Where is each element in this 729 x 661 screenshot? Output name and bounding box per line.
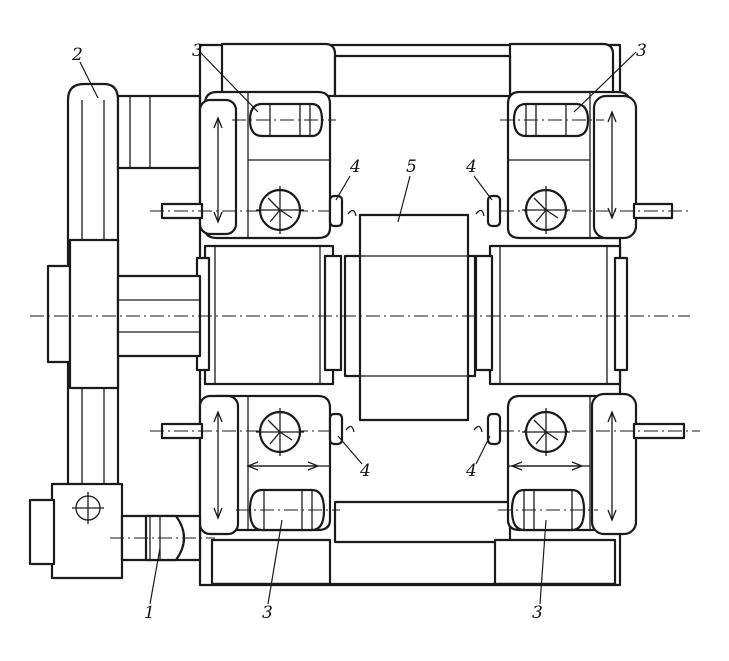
label-roller-top-right: 3 [636,41,647,61]
gauge-top-right [522,186,570,234]
label-roller-top-left: 3 [192,41,203,61]
drums [116,244,629,386]
drive-unit [28,482,215,580]
gauge-bottom-left [256,408,304,456]
lever-arm [46,82,202,502]
gauge-bottom-right [522,408,570,456]
base-frame [198,42,622,587]
label-guide-top-left: 4 [349,157,361,177]
label-roller-bottom-right: 3 [532,603,543,623]
roller-top-left [232,102,336,138]
label-guide-bottom-left: 4 [359,461,371,481]
center-roll [343,213,477,422]
label-guide-bottom-right: 4 [465,461,477,481]
label-drive-unit: 1 [144,603,155,623]
label-lever-arm: 2 [71,45,83,65]
roller-bottom-right [498,488,598,532]
label-center-roll: 5 [406,157,417,177]
gauge-top-left [256,186,304,234]
roller-top-right [500,102,604,138]
leader-lines [79,51,637,605]
label-guide-top-right: 4 [465,157,477,177]
label-roller-bottom-left: 3 [262,603,273,623]
roller-bottom-left [236,488,340,532]
